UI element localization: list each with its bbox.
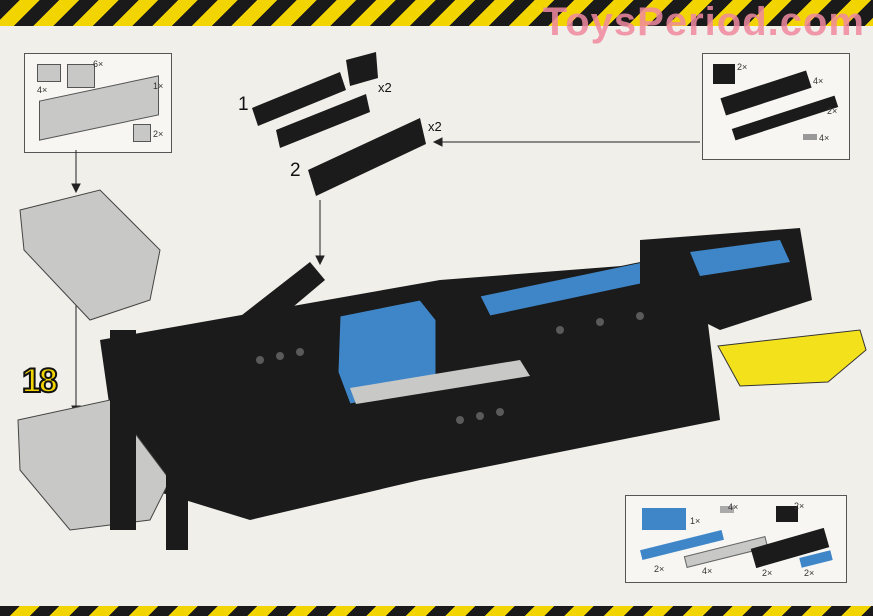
qty-label: 2× xyxy=(827,106,838,116)
step-number: 18 xyxy=(21,361,59,401)
angled-beam xyxy=(210,262,325,360)
qty-label: 4× xyxy=(819,133,830,143)
qty-label: 4× xyxy=(813,76,824,86)
beam-1a xyxy=(252,72,346,126)
qty-label: 2× xyxy=(737,62,748,72)
qty-label: 4× xyxy=(728,502,739,512)
hazard-stripe-bottom xyxy=(0,606,873,616)
brick-black xyxy=(713,64,735,84)
watermark: ToysPeriod.com xyxy=(542,0,865,44)
qty-label: 2× xyxy=(153,129,164,139)
qty-label: 4× xyxy=(37,85,48,95)
brick-grey xyxy=(133,124,151,142)
subassembly-multiplier-2: x2 xyxy=(428,119,442,134)
pin-grey xyxy=(803,134,817,140)
qty-label: 6× xyxy=(93,59,104,69)
rear-blue-plate xyxy=(690,240,790,276)
grey-rack xyxy=(350,360,530,404)
qty-label: 4× xyxy=(702,566,713,576)
hazard-stripe-top xyxy=(0,0,873,26)
vertical-beam xyxy=(110,330,136,530)
beam-2 xyxy=(308,118,426,196)
qty-label: 2× xyxy=(804,568,815,578)
subassembly-number-1: 1 xyxy=(238,94,249,115)
vertical-beam xyxy=(166,400,188,550)
subassembly-multiplier-1: x2 xyxy=(378,80,392,95)
brick-blue xyxy=(642,508,686,530)
parts-box-bottom-right: 1× 4× 2× 2× 4× 2× 2× xyxy=(625,495,847,583)
parts-box-top-left: 4× 6× 1× 2× xyxy=(24,53,172,153)
stud-pattern xyxy=(256,312,644,424)
subassembly-number-2: 2 xyxy=(290,160,301,181)
beam-1b xyxy=(276,94,370,148)
qty-label: 2× xyxy=(794,501,805,511)
qty-label: 1× xyxy=(690,516,701,526)
grey-subassembly xyxy=(19,189,161,321)
slope-brick-grey xyxy=(37,64,61,82)
slope-brick-grey xyxy=(67,64,95,88)
qty-label: 1× xyxy=(153,81,164,91)
qty-label: 2× xyxy=(762,568,773,578)
parts-box-top-right: 2× 4× 2× 4× xyxy=(702,53,850,160)
brick-1c xyxy=(346,52,378,86)
brick-black xyxy=(776,506,798,522)
yellow-part xyxy=(717,329,867,387)
qty-label: 2× xyxy=(654,564,665,574)
pin-grey xyxy=(720,506,734,513)
